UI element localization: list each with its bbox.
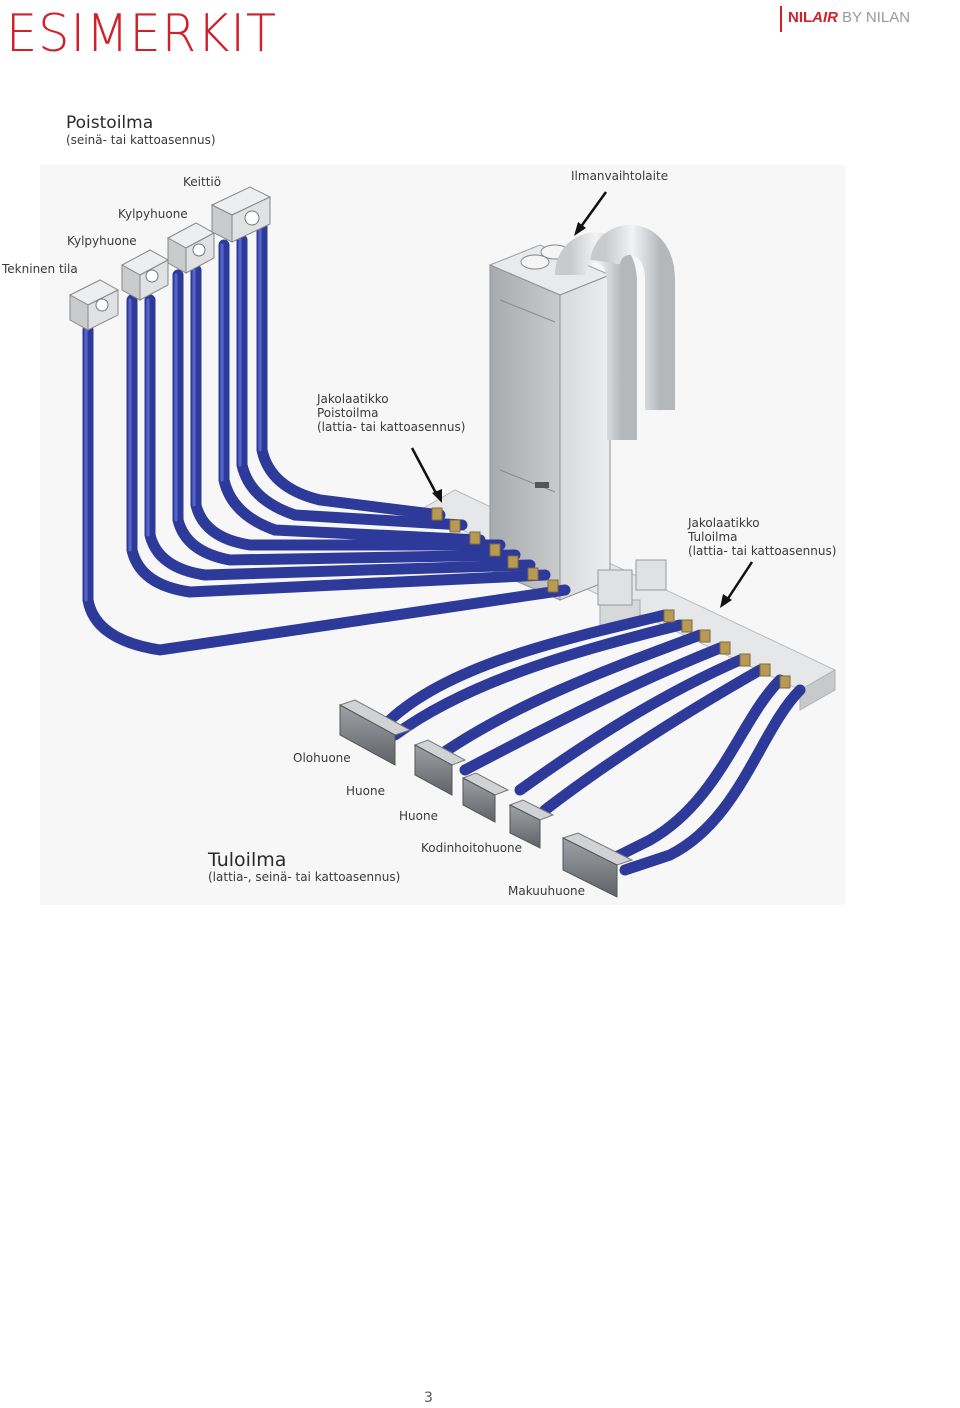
exhaust-terminal-boxes xyxy=(68,186,272,331)
logo-brand-suffix: AIR xyxy=(812,8,839,26)
supply-duct-runs xyxy=(384,609,806,876)
unit-port xyxy=(520,254,550,270)
label-huone-2: Huone xyxy=(399,809,438,823)
logo-bar xyxy=(780,6,782,32)
label-line: Jakolaatikko xyxy=(688,516,760,530)
label-line: (lattia- tai kattoasennus) xyxy=(688,544,837,558)
grille-makuuhuone xyxy=(561,832,634,898)
exhaust-subheading: (seinä- tai kattoasennus) xyxy=(66,133,216,147)
page-number: 3 xyxy=(424,1390,433,1406)
label-ilmanvaihtolaite: Ilmanvaihtolaite xyxy=(571,169,669,183)
exhaust-box-tekninen-tila xyxy=(68,279,120,331)
label-jakolaatikko-poistoilma: Jakolaatikko Poistoilma (lattia- tai kat… xyxy=(317,392,465,434)
label-jakolaatikko-tuloilma: Jakolaatikko Tuloilma (lattia- tai katto… xyxy=(688,516,836,558)
label-keittio: Keittiö xyxy=(183,175,222,189)
label-kylpyhuone-1: Kylpyhuone xyxy=(67,234,137,248)
label-line: Poistoilma xyxy=(317,406,379,420)
exhaust-manifold-fittings xyxy=(431,507,559,593)
label-line: (lattia- tai kattoasennus) xyxy=(317,420,466,434)
supply-heading: Tuloilma xyxy=(208,849,287,871)
arrow-jakolaatikko-poisto xyxy=(410,447,442,503)
label-makuuhuone: Makuuhuone xyxy=(508,884,586,898)
unit-indicator xyxy=(535,482,549,488)
supply-subheading: (lattia-, seinä- tai kattoasennus) xyxy=(208,870,401,884)
label-kylpyhuone-2: Kylpyhuone xyxy=(118,207,188,221)
grille-olohuone xyxy=(338,699,412,766)
exhaust-box-kylpyhuone-2 xyxy=(166,222,216,274)
ventilation-unit xyxy=(488,244,612,601)
grille-huone-2 xyxy=(461,772,510,823)
flex-ducts xyxy=(555,224,675,606)
supply-grilles xyxy=(338,699,634,898)
label-kodinhoitohuone: Kodinhoitohuone xyxy=(421,841,523,855)
label-olohuone: Olohuone xyxy=(293,751,351,765)
exhaust-heading: Poistoilma xyxy=(66,113,154,133)
label-huone-1: Huone xyxy=(346,784,385,798)
arrow-jakolaatikko-tulo xyxy=(720,561,754,608)
exhaust-box-kylpyhuone-1 xyxy=(120,249,170,301)
exhaust-box-keittio xyxy=(210,186,272,243)
pointer-arrows xyxy=(410,191,754,608)
exhaust-duct-highlights xyxy=(84,223,262,602)
page-title: ESIMERKIT xyxy=(6,4,277,64)
label-line: Tuloilma xyxy=(688,530,738,544)
exhaust-duct-runs xyxy=(82,219,571,656)
ventilation-diagram xyxy=(40,165,845,905)
grille-kodinhoitohuone xyxy=(508,799,555,849)
arrow-ilmanvaihtolaite xyxy=(574,191,608,236)
label-line: Jakolaatikko xyxy=(317,392,389,406)
logo-by: BY NILAN xyxy=(842,8,911,26)
supply-manifold-fittings xyxy=(663,609,791,689)
grille-huone-1 xyxy=(413,739,467,796)
logo-brand: NIL xyxy=(788,8,813,26)
label-tekninen-tila: Tekninen tila xyxy=(2,262,78,276)
